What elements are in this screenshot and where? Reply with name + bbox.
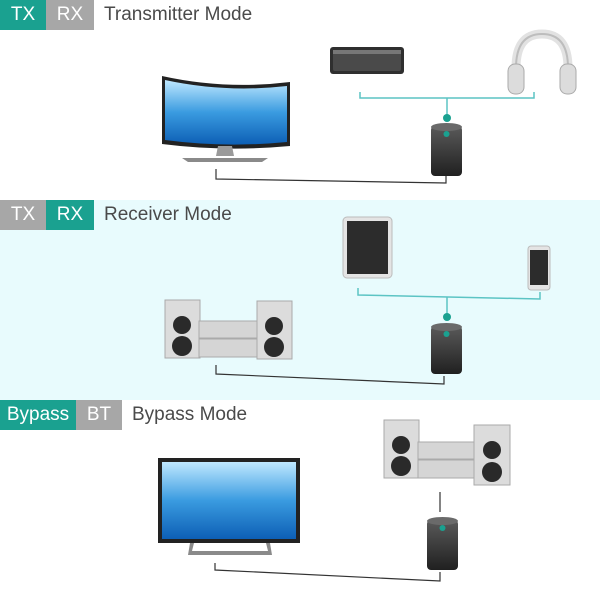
bluetooth-icon — [443, 313, 451, 321]
bluetooth-adapter — [431, 323, 462, 374]
mode-title: Receiver Mode — [104, 204, 232, 225]
bluetooth-adapter — [431, 123, 462, 176]
tx-tag: TX — [0, 0, 46, 30]
transmitter-section: TX RX Transmitter Mode — [0, 0, 600, 200]
section-header: TX RX Receiver Mode — [0, 200, 232, 230]
stereo-system — [383, 419, 511, 486]
section-header: TX RX Transmitter Mode — [0, 0, 252, 30]
flat-tv — [158, 458, 300, 555]
bluetooth-icon — [443, 114, 451, 122]
tx-tag: TX — [0, 200, 46, 230]
transmitter-diagram — [162, 29, 577, 184]
audio-cable — [214, 563, 441, 582]
mode-title: Transmitter Mode — [104, 4, 253, 25]
soundbar-speaker — [330, 47, 404, 74]
bt-tag: BT — [76, 400, 122, 430]
audio-cable — [215, 365, 445, 385]
smartphone — [527, 245, 551, 291]
receiver-section: TX RX Receiver Mode — [0, 200, 600, 400]
mode-title: Bypass Mode — [132, 404, 248, 425]
rx-tag: RX — [46, 200, 94, 230]
section-header: Bypass BT Bypass Mode — [0, 400, 247, 430]
bluetooth-link — [359, 92, 535, 122]
bypass-diagram — [158, 419, 511, 582]
rx-tag: RX — [46, 0, 94, 30]
bypass-section: Bypass BT Bypass Mode — [0, 400, 600, 600]
tablet — [342, 216, 393, 279]
bluetooth-adapter — [427, 517, 458, 570]
bypass-tag: Bypass — [0, 400, 76, 430]
curved-monitor — [162, 76, 290, 162]
audio-cable — [215, 169, 447, 184]
receiver-diagram — [164, 216, 551, 385]
bluetooth-link — [357, 288, 541, 321]
headphones — [507, 29, 577, 95]
stereo-system — [164, 299, 293, 360]
